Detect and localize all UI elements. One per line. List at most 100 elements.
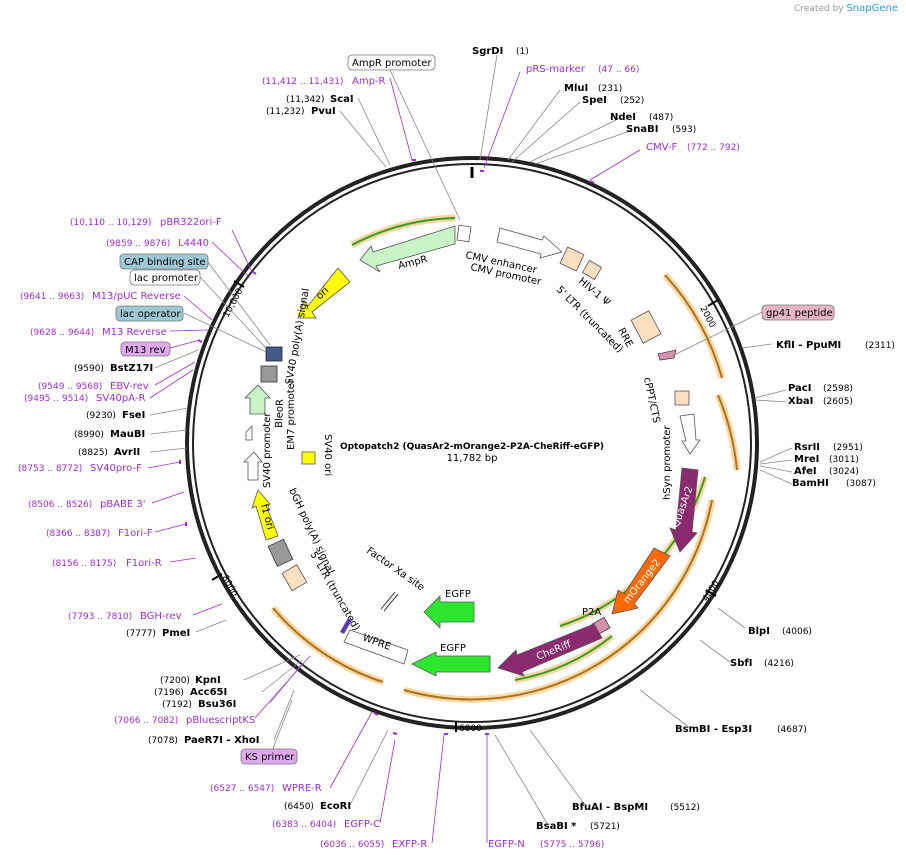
site-bfuai-pos: (5512) bbox=[670, 803, 700, 813]
primers-right: pRS-marker (47 .. 66) CMV-F (772 .. 792) bbox=[526, 64, 740, 153]
primer-m13rev-pos: (9628 .. 9644) bbox=[30, 328, 94, 338]
site-scai: ScaI bbox=[330, 94, 354, 105]
site-kpni: KpnI bbox=[195, 675, 221, 686]
quasar2-arrow bbox=[669, 467, 699, 553]
site-ecori-pos: (6450) bbox=[284, 802, 314, 812]
site-mlui-pos: (231) bbox=[598, 84, 622, 94]
site-pvui: PvuI bbox=[311, 106, 336, 117]
primer-egfp-n-pos: (5775 .. 5796) bbox=[540, 840, 604, 850]
em7-shape bbox=[245, 425, 253, 441]
boxed-labels: AmpR promoter gp41 peptide CAP binding s… bbox=[115, 54, 835, 765]
primer-ebv-rev: EBV-rev bbox=[110, 381, 149, 392]
primer-exfp-r: EXFP-R bbox=[392, 839, 427, 850]
site-bfuai-bspmi: BfuAI - BspMI bbox=[572, 802, 648, 813]
site-paer7i-pos: (7078) bbox=[148, 736, 178, 746]
gp41-shape bbox=[657, 349, 677, 361]
cap-binding-site-box: CAP binding site bbox=[124, 257, 206, 268]
site-spei-pos: (252) bbox=[620, 96, 644, 106]
ks-primer-box: KS primer bbox=[245, 752, 295, 763]
site-avrii: AvrII bbox=[114, 447, 140, 458]
sites-left: (11,342) ScaI (11,232) PvuI (9590) BstZ1… bbox=[74, 94, 354, 812]
primer-pbabe-pos: (8506 .. 8526) bbox=[28, 500, 92, 510]
site-bsu36i: Bsu36I bbox=[198, 699, 236, 710]
ampr-promoter-box: AmpR promoter bbox=[352, 58, 432, 69]
site-afei: AfeI bbox=[794, 466, 817, 477]
primer-bgh-rev: BGH-rev bbox=[140, 611, 182, 622]
egfp1-label: EGFP bbox=[445, 589, 471, 600]
site-mrei: MreI bbox=[794, 454, 819, 465]
backbone-outer bbox=[185, 156, 759, 730]
plasmid-name: Optopatch2 (QuasAr2-mOrange2-P2A-CheRiff… bbox=[340, 442, 604, 452]
primers-left: (11,412 .. 11,431) Amp-R (10,110 .. 10,1… bbox=[18, 76, 604, 850]
site-paci-pos: (2598) bbox=[823, 384, 853, 394]
plasmid-length: 11,782 bp bbox=[447, 453, 498, 464]
site-paer7i-xhoi: PaeR7I - XhoI bbox=[184, 735, 260, 746]
primer-wpre-r-pos: (6527 .. 6547) bbox=[210, 784, 274, 794]
hsyn-promoter-label: hSyn promoter bbox=[662, 425, 673, 500]
sv40pa-block bbox=[260, 365, 278, 383]
site-spei: SpeI bbox=[582, 95, 607, 106]
egfp1-arrow bbox=[423, 595, 475, 629]
primer-f1ori-f-pos: (8366 .. 8387) bbox=[46, 529, 110, 539]
em7-label: EM7 promoter bbox=[286, 378, 297, 450]
site-bsmbi-pos: (4687) bbox=[777, 725, 807, 735]
tick-6000: 6000 bbox=[459, 724, 482, 734]
primer-prs-marker: pRS-marker bbox=[526, 64, 586, 75]
site-xbai: XbaI bbox=[788, 396, 813, 407]
primer-pbr322ori-f: pBR322ori-F bbox=[160, 217, 222, 228]
site-pvui-pos: (11,232) bbox=[266, 107, 305, 117]
site-snabi: SnaBI bbox=[626, 124, 658, 135]
leader-lines bbox=[147, 54, 793, 844]
primer-cmv-f: CMV-F bbox=[646, 142, 677, 153]
site-rsrii-pos: (2951) bbox=[833, 443, 863, 453]
primer-sv40pa-r: SV40pA-R bbox=[96, 393, 145, 404]
site-ecori: EcoRI bbox=[320, 801, 351, 812]
site-mrei-pos: (3011) bbox=[829, 455, 859, 465]
site-acc65i-pos: (7196) bbox=[154, 688, 184, 698]
primer-l4440: L4440 bbox=[178, 238, 209, 249]
site-blpi-pos: (4006) bbox=[782, 627, 812, 637]
primer-sv40pro-f-pos: (8753 .. 8772) bbox=[18, 464, 82, 474]
site-bamhi: BamHI bbox=[792, 478, 829, 489]
rre-shape bbox=[630, 310, 662, 344]
egfp2-arrow bbox=[411, 651, 491, 677]
cmv-shape bbox=[496, 227, 563, 259]
sites-right: SgrDI (1) MluI (231) SpeI (252) NdeI (48… bbox=[472, 46, 895, 832]
sv40-promoter-shape bbox=[243, 451, 263, 481]
primer-egfp-n: EGFP-N bbox=[488, 839, 525, 850]
site-bamhi-pos: (3087) bbox=[846, 479, 876, 489]
primer-bgh-rev-pos: (7793 .. 7810) bbox=[68, 612, 132, 622]
snapgene-logo: SnapGene bbox=[846, 3, 898, 14]
primer-wpre-r: WPRE-R bbox=[282, 783, 322, 794]
site-kfli-ppumi: KflI - PpuMI bbox=[776, 340, 841, 351]
primer-amp-r: Amp-R bbox=[352, 76, 386, 87]
sv40pa-shape bbox=[265, 346, 283, 362]
site-blpi: BlpI bbox=[748, 626, 770, 637]
primer-pbluescriptks: pBluescriptKS bbox=[186, 715, 255, 726]
ori-arrow bbox=[297, 267, 351, 319]
cppt-shape bbox=[674, 390, 690, 406]
site-bstz17i: BstZ17I bbox=[110, 363, 153, 374]
site-sbfi-pos: (4216) bbox=[764, 659, 794, 669]
site-maubi: MauBI bbox=[110, 429, 145, 440]
site-maubi-pos: (8990) bbox=[74, 430, 104, 440]
primer-m13rev: M13 Reverse bbox=[102, 327, 167, 338]
site-fsei: FseI bbox=[122, 410, 145, 421]
primer-prs-marker-pos: (47 .. 66) bbox=[598, 65, 639, 75]
site-fsei-pos: (9230) bbox=[86, 411, 116, 421]
primer-f1ori-f: F1ori-F bbox=[118, 528, 153, 539]
site-xbai-pos: (2605) bbox=[823, 397, 853, 407]
primer-cmv-f-pos: (772 .. 792) bbox=[687, 143, 740, 153]
site-pmei: PmeI bbox=[162, 628, 190, 639]
bleor-label: BleoR bbox=[274, 399, 286, 428]
site-bsu36i-pos: (7192) bbox=[162, 700, 192, 710]
site-bstz17i-pos: (9590) bbox=[74, 364, 104, 374]
hsyn-shape bbox=[679, 413, 701, 455]
bgh-shape bbox=[267, 538, 294, 567]
wpre-marker bbox=[340, 618, 352, 634]
site-sbfi: SbfI bbox=[730, 658, 752, 669]
sv40pa-label: SV40 poly(A) signal bbox=[284, 287, 312, 385]
primer-pbr322ori-f-pos: (10,110 .. 10,129) bbox=[70, 218, 151, 228]
factorxa-label: Factor Xa site bbox=[364, 545, 426, 593]
morange2-label: mOrange2 bbox=[622, 557, 663, 606]
